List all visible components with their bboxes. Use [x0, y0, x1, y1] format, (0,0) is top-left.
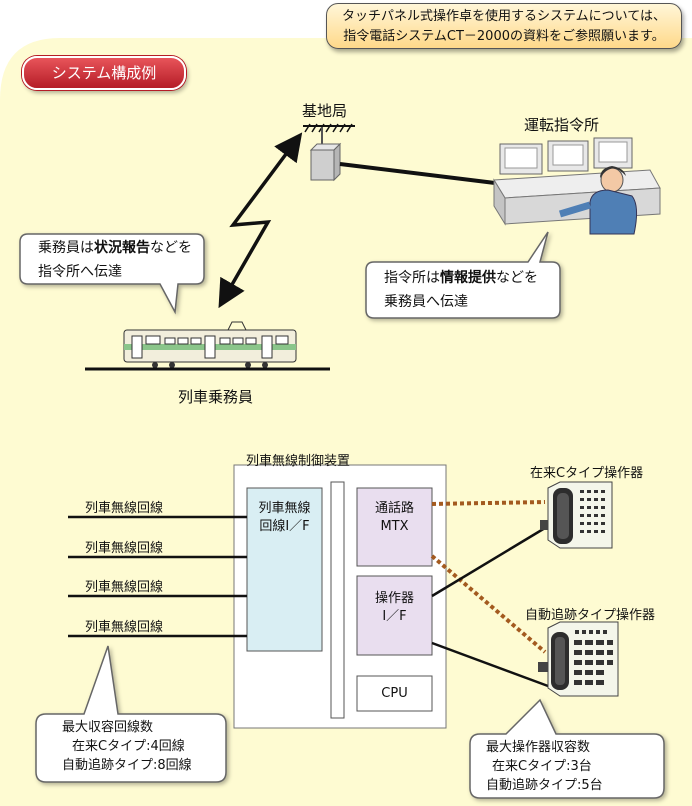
dispatch-center-label: 運転指令所	[524, 116, 600, 134]
train-crew-label: 列車乗務員	[178, 388, 254, 406]
cpu-label: CPU	[381, 686, 408, 701]
legacy-console-icon	[540, 481, 613, 549]
radio-link	[218, 132, 303, 309]
dispatch-callout-text: 指令所は情報提供などを 乗務員へ伝達	[384, 270, 538, 310]
auto-console-icon	[538, 621, 619, 697]
capacity-consoles-bubble	[469, 698, 665, 799]
radio-if-box	[246, 487, 323, 652]
mtx-label: 通話路 MTX	[374, 501, 414, 534]
bus-bar	[330, 481, 345, 719]
capacity-consoles-text: 最大操作器収容数 在来Cタイプ:3台 自動追跡タイプ:5台	[486, 740, 603, 793]
base-station-icon	[309, 142, 342, 182]
mtx-box	[356, 487, 433, 567]
radio-line-label-4: 列車無線回線	[85, 620, 164, 635]
base-station-label: 基地局	[302, 102, 348, 120]
dispatch-callout-bubble	[365, 231, 561, 319]
console-if-label: 操作器 I／F	[374, 591, 414, 624]
notice-line-1: タッチパネル式操作卓を使用するシステムについては、	[342, 9, 666, 24]
notice-box: タッチパネル式操作卓を使用するシステムについては、 指令電話システムCT－200…	[326, 3, 682, 49]
cpu-box	[356, 675, 433, 712]
radio-line-label-1: 列車無線回線	[85, 501, 164, 516]
link-base-dispatch	[339, 162, 496, 185]
radio-line-label-2: 列車無線回線	[85, 541, 164, 556]
section-badge: システム構成例	[22, 56, 186, 90]
radio-line-label-3: 列車無線回線	[85, 580, 164, 595]
notice-line-2: 指令電話システムCT－2000の資料をご参照願います。	[343, 29, 665, 44]
radio-if-label: 列車無線 回線I／F	[258, 501, 311, 534]
crew-callout-text: 乗務員は状況報告などを 指令所へ伝達	[38, 240, 192, 280]
controller-title: 列車無線制御装置	[246, 454, 351, 469]
crew-callout-bubble	[19, 233, 205, 315]
train-icon	[85, 321, 330, 371]
capacity-lines-text: 最大収容回線数 在来Cタイプ:4回線 自動追跡タイプ:8回線	[62, 720, 192, 773]
console-if-box	[356, 575, 433, 656]
dispatch-desk-icon	[493, 137, 661, 235]
auto-console-label: 自動追跡タイプ操作器	[525, 608, 656, 623]
capacity-lines-bubble	[35, 645, 227, 783]
legacy-console-label: 在来Cタイプ操作器	[530, 466, 644, 481]
